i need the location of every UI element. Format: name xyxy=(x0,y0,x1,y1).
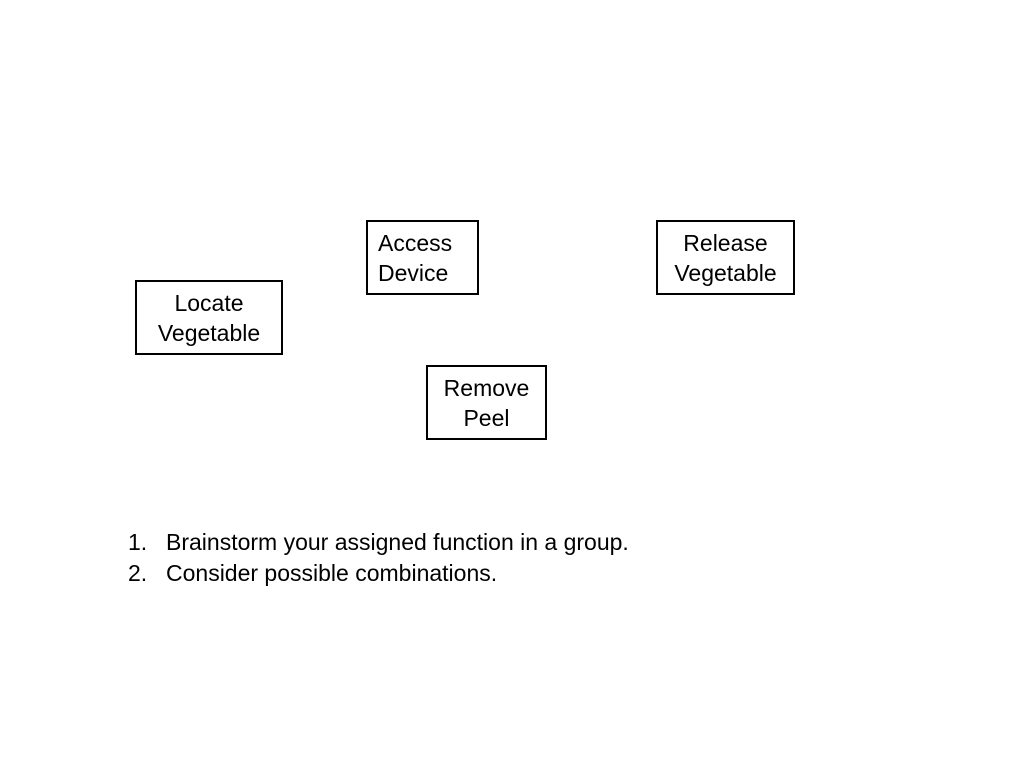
box-label-line-1: Locate xyxy=(174,290,244,316)
box-label-line-2: Device xyxy=(378,260,449,286)
instruction-text: Consider possible combinations. xyxy=(166,560,498,586)
function-box-remove-peel: Remove Peel xyxy=(426,365,547,440)
instruction-number: 2. xyxy=(128,560,148,586)
box-label-line-2: Vegetable xyxy=(674,260,777,286)
instruction-item: 1. Brainstorm your assigned function in a… xyxy=(128,527,629,558)
function-box-locate-vegetable: Locate Vegetable xyxy=(135,280,283,355)
instruction-list: 1. Brainstorm your assigned function in a… xyxy=(128,527,629,589)
function-box-release-vegetable: Release Vegetable xyxy=(656,220,795,295)
box-label-line-2: Peel xyxy=(463,405,510,431)
instruction-text: Brainstorm your assigned function in a g… xyxy=(166,529,629,555)
box-label-line-1: Access xyxy=(378,230,453,256)
instruction-number: 1. xyxy=(128,529,148,555)
function-box-access-device: Access Device xyxy=(366,220,479,295)
box-label-line-2: Vegetable xyxy=(157,320,261,346)
instruction-item: 2. Consider possible combinations. xyxy=(128,558,629,589)
box-label-line-1: Release xyxy=(683,230,768,256)
box-label-line-1: Remove xyxy=(443,375,530,401)
